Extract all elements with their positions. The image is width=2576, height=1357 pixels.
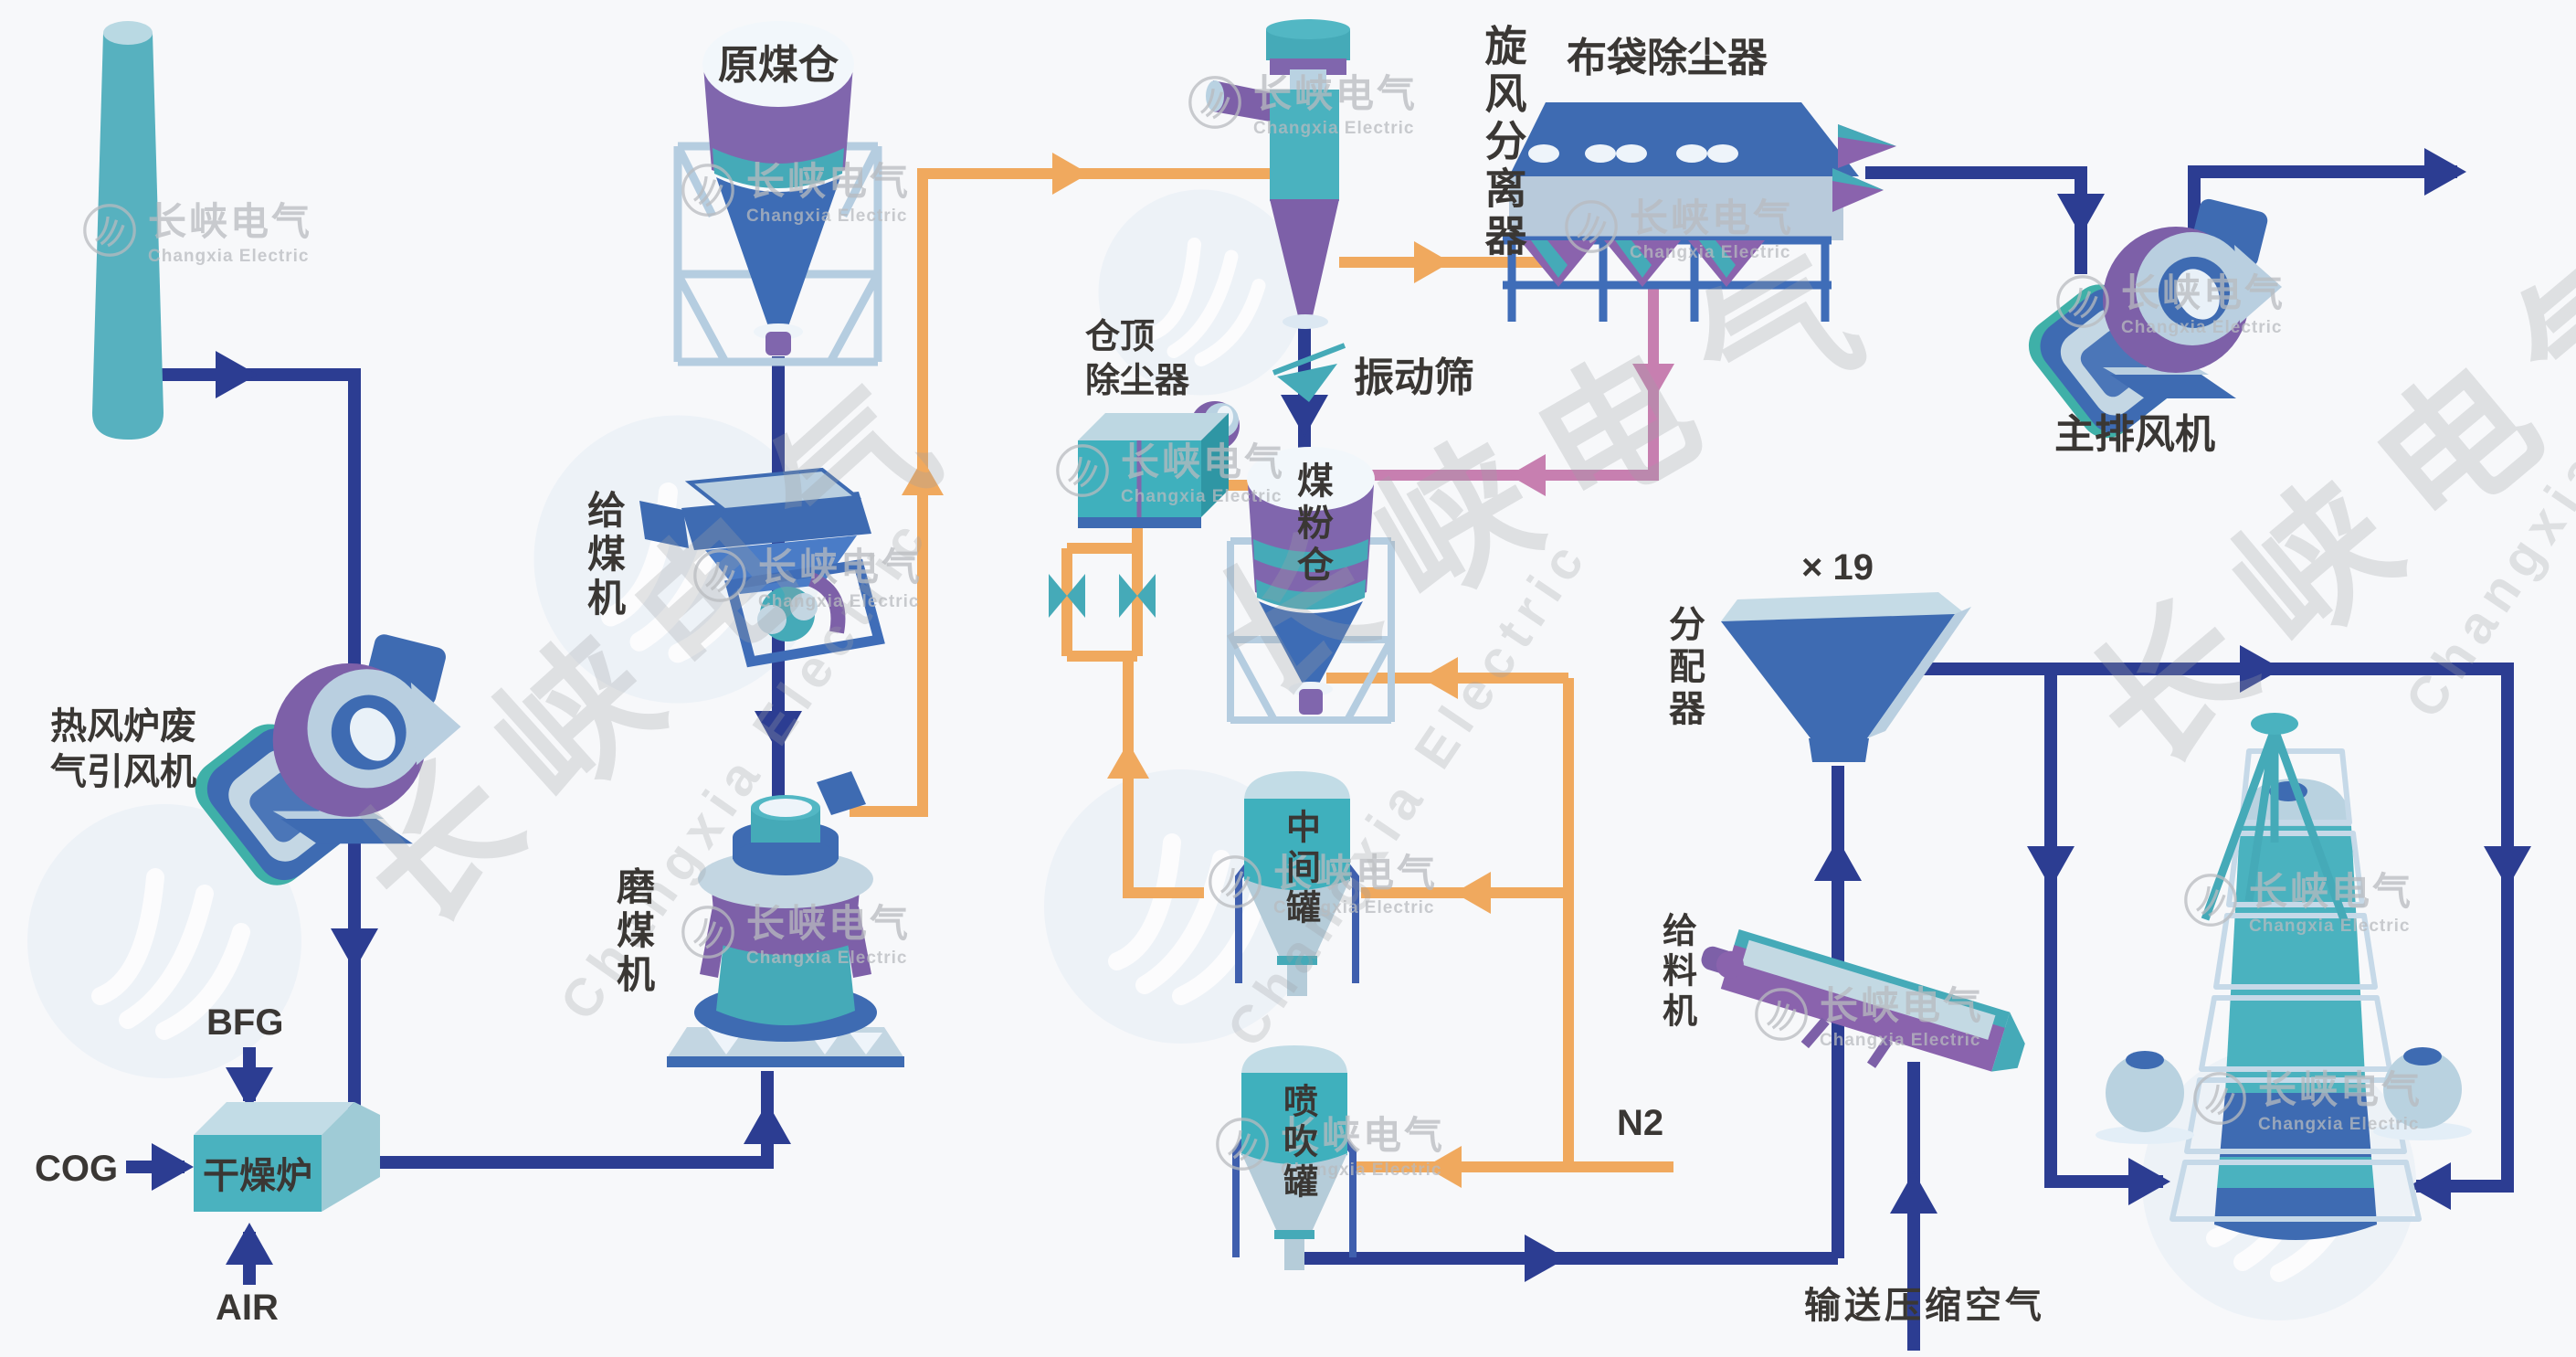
distributor-icon: [1721, 592, 1971, 762]
chimney: [92, 21, 164, 440]
label-distributor-count: × 19: [1801, 547, 1874, 588]
label-cyclone-separator: 旋风分离器: [1479, 24, 1527, 261]
coal-powder-silo-icon: [1227, 447, 1395, 724]
label-compressed-air: 输送压缩空气: [1804, 1286, 2045, 1326]
feeder-machine-icon: [1701, 928, 2025, 1072]
coal-mill-machine: [667, 771, 904, 1067]
pipe-arrows-orange: [902, 153, 1491, 1188]
label-cog: COG: [35, 1149, 119, 1189]
bag-filter-icon: [1503, 102, 1896, 322]
valve-left-icon: [1049, 574, 1085, 618]
label-air: AIR: [216, 1288, 279, 1328]
label-injection-tank: 喷吹罐: [1277, 1083, 1316, 1203]
label-intermediate-tank: 中间罐: [1280, 809, 1319, 929]
label-coal-feeder: 给煤机: [582, 490, 626, 621]
label-silo-top-dust-collector: 仓顶 除尘器: [1085, 318, 1190, 400]
pipe-arrows-navy: [152, 148, 2531, 1282]
raw-coal-bunker: [673, 21, 882, 366]
silo-top-dust-collector-icon: [1078, 401, 1240, 528]
label-bag-filter: 布袋除尘器: [1567, 36, 1768, 80]
label-hot-stove-fan: 热风炉废 气引风机: [50, 706, 196, 792]
label-feeder: 给料机: [1656, 912, 1695, 1033]
vibrating-screen-icon: [1272, 343, 1346, 402]
label-bfg: BFG: [206, 1002, 284, 1043]
label-coal-powder-silo: 煤粉仓: [1292, 461, 1332, 588]
label-drying-furnace: 干燥炉: [203, 1156, 312, 1196]
label-n2: N2: [1617, 1103, 1664, 1143]
label-raw-coal-bunker: 原煤仓: [718, 43, 839, 88]
label-coal-mill: 磨煤机: [611, 866, 655, 998]
pipe-arrows-pink: [1509, 364, 1674, 496]
label-distributor: 分配器: [1663, 605, 1704, 731]
label-vibrating-screen: 振动筛: [1354, 355, 1474, 400]
label-main-exhaust-fan: 主排风机: [2054, 412, 2215, 457]
blast-furnace-icon: [2096, 713, 2472, 1240]
pipe-recycle-pink: [1368, 283, 1659, 481]
drying-furnace-icon: [194, 1102, 380, 1212]
valve-right-icon: [1119, 574, 1156, 618]
